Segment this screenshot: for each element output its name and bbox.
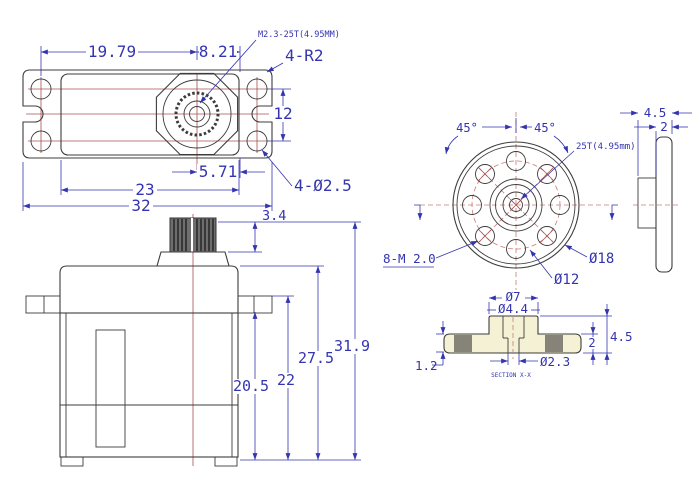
dim-angle-right: 45° [534, 121, 556, 135]
side-view-foot-left [60, 456, 84, 467]
top-view-flange-outline [22, 69, 273, 159]
dim-to-flange-top: 22 [277, 371, 295, 389]
dim-to-flange-bottom: 20.5 [233, 377, 269, 395]
dim-shaft-to-body-edge: 5.71 [199, 162, 238, 181]
horn-outline [452, 141, 580, 269]
thread-holes-note: 8-M 2.0 [383, 251, 436, 266]
dim-total-height: 31.9 [334, 337, 370, 355]
horn-hub-profile [637, 177, 657, 229]
top-view-mount-holes [30, 78, 268, 152]
top-view-body-outline [60, 73, 240, 156]
section-dimensions: Ø7 Ø4.4 Ø2.3 4.5 2 [415, 289, 633, 379]
dim-angle-left: 45° [456, 121, 478, 135]
section-bore-lines [502, 316, 525, 353]
section-caption: SECTION X-X [491, 372, 531, 379]
dim-bolt-circle: Ø12 [554, 272, 579, 288]
top-view: 19.79 8.21 M2.3-25T(4.95MM) 4-R2 12 5.71… [22, 30, 352, 215]
horn-front-dimensions: 45° 45° 25T(4.95mm) 8-M 2.0 Ø12 Ø18 [383, 118, 636, 288]
dim-flange-width: 32 [131, 196, 150, 215]
threaded-hole-marks [477, 166, 555, 244]
side-view-flange-tabs [25, 295, 273, 314]
dim-hub-od: Ø7 [505, 289, 520, 304]
spline-spec-note: M2.3-25T(4.95MM) [258, 30, 340, 40]
dim-outer-diameter: Ø18 [589, 251, 614, 267]
dim-hole-to-shaft: 19.79 [88, 42, 136, 61]
section-body [443, 315, 582, 354]
side-view-lower-body [59, 312, 239, 467]
top-view-output-shaft [155, 72, 239, 156]
horn-spline-note: 25T(4.95mm) [576, 142, 636, 152]
horn-section-view: Ø7 Ø4.4 Ø2.3 4.5 2 [415, 289, 633, 379]
dim-horn-total-thickness: 4.5 [644, 105, 667, 120]
dim-arm-thickness: 2 [588, 336, 595, 350]
dim-shaft-to-edge: 8.21 [199, 42, 238, 61]
side-view-dimensions: 3.4 20.5 22 27.5 31.9 [218, 208, 370, 461]
bolt-circle [471, 160, 561, 250]
side-view-label-recess [95, 329, 126, 448]
dim-thread-depth: 1.2 [415, 358, 438, 373]
horn-side-dimensions: 4.5 2 [620, 105, 692, 176]
corner-radius-note: 4-R2 [285, 46, 324, 65]
top-view-centerlines [26, 74, 269, 170]
section-cut-marks [414, 204, 618, 220]
side-view-spline-gear [156, 217, 230, 267]
dim-horn-disc-thickness: 2 [660, 119, 668, 134]
dim-body-width: 23 [135, 180, 154, 199]
horn-holes [462, 151, 570, 259]
horn-side-view: 4.5 2 [620, 105, 692, 273]
dim-center-hole: Ø2.3 [540, 354, 570, 369]
side-view-foot-right [214, 456, 238, 467]
horn-disc-profile [655, 136, 673, 273]
section-thread-hatching [454, 335, 563, 352]
dim-spline-height: 3.4 [262, 208, 286, 224]
dim-section-height: 4.5 [610, 329, 633, 344]
dim-case-height: 27.5 [298, 349, 334, 367]
horn-front-view: 45° 45° 25T(4.95mm) 8-M 2.0 Ø12 Ø18 [383, 112, 636, 298]
dim-hole-span: 12 [273, 104, 292, 123]
side-view-upper-case [59, 265, 239, 314]
mount-hole-note: 4-Ø2.5 [294, 176, 352, 195]
top-view-dimensions: 19.79 8.21 M2.3-25T(4.95MM) 4-R2 12 5.71… [22, 30, 352, 215]
spline-teeth-ring [174, 91, 220, 137]
side-view: 3.4 20.5 22 27.5 31.9 [25, 208, 370, 467]
dim-bore: Ø4.4 [498, 301, 528, 316]
